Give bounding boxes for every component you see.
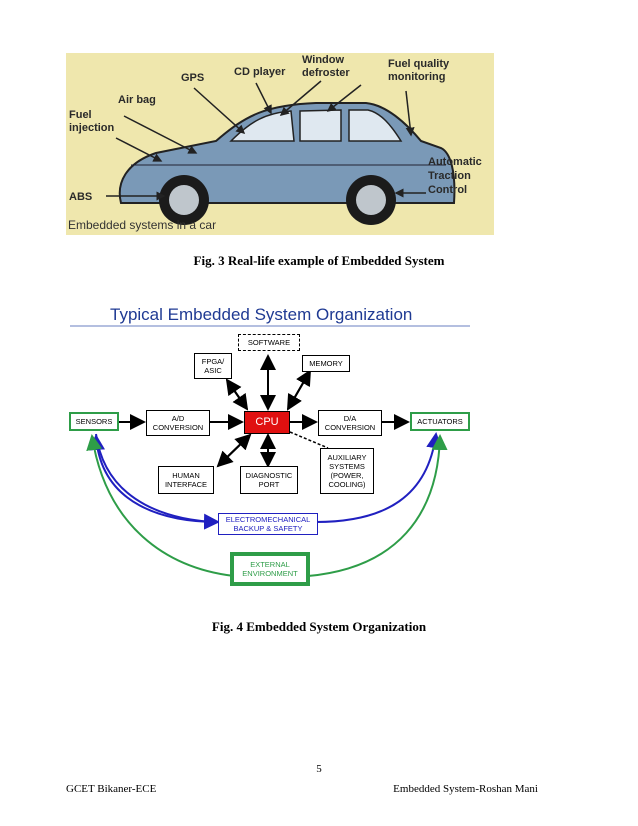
diagnostic-port-box: DIAGNOSTIC PORT	[240, 466, 298, 494]
fpga-asic-box: FPGA/ ASIC	[194, 353, 232, 379]
air-bag-label: Air bag	[118, 94, 156, 106]
actuators-box: ACTUATORS	[410, 412, 470, 431]
abs-label: ABS	[69, 191, 92, 203]
auxiliary-systems-box: AUXILIARY SYSTEMS (POWER, COOLING)	[320, 448, 374, 494]
sensors-box: SENSORS	[69, 412, 119, 431]
cpu-box: CPU	[244, 411, 290, 434]
cd-player-label: CD player	[234, 66, 286, 78]
figure-4-caption: Fig. 4 Embedded System Organization	[211, 619, 427, 634]
ad-conversion-box: A/D CONVERSION	[146, 410, 210, 436]
embedded-system-organization-diagram: Typical Embedded System Organization S	[66, 296, 476, 596]
diagram-title: Typical Embedded System Organization	[110, 305, 412, 324]
memory-box: MEMORY	[302, 355, 350, 372]
footer-right-text: Embedded System-Roshan Mani	[393, 783, 538, 795]
gps-label: GPS	[181, 72, 204, 84]
da-conversion-box: D/A CONVERSION	[318, 410, 382, 436]
human-interface-box: HUMAN INTERFACE	[158, 466, 214, 494]
electromechanical-backup-box: ELECTROMECHANICAL BACKUP & SAFETY	[218, 513, 318, 535]
external-environment-box: EXTERNAL ENVIRONMENT	[230, 552, 310, 586]
software-box: SOFTWARE	[238, 334, 300, 351]
page-number: 5	[316, 763, 322, 775]
footer-left-text: GCET Bikaner-ECE	[66, 783, 157, 795]
figure-3-caption: Fig. 3 Real-life example of Embedded Sys…	[193, 253, 445, 268]
car-image-caption: Embedded systems in a car	[68, 218, 216, 232]
